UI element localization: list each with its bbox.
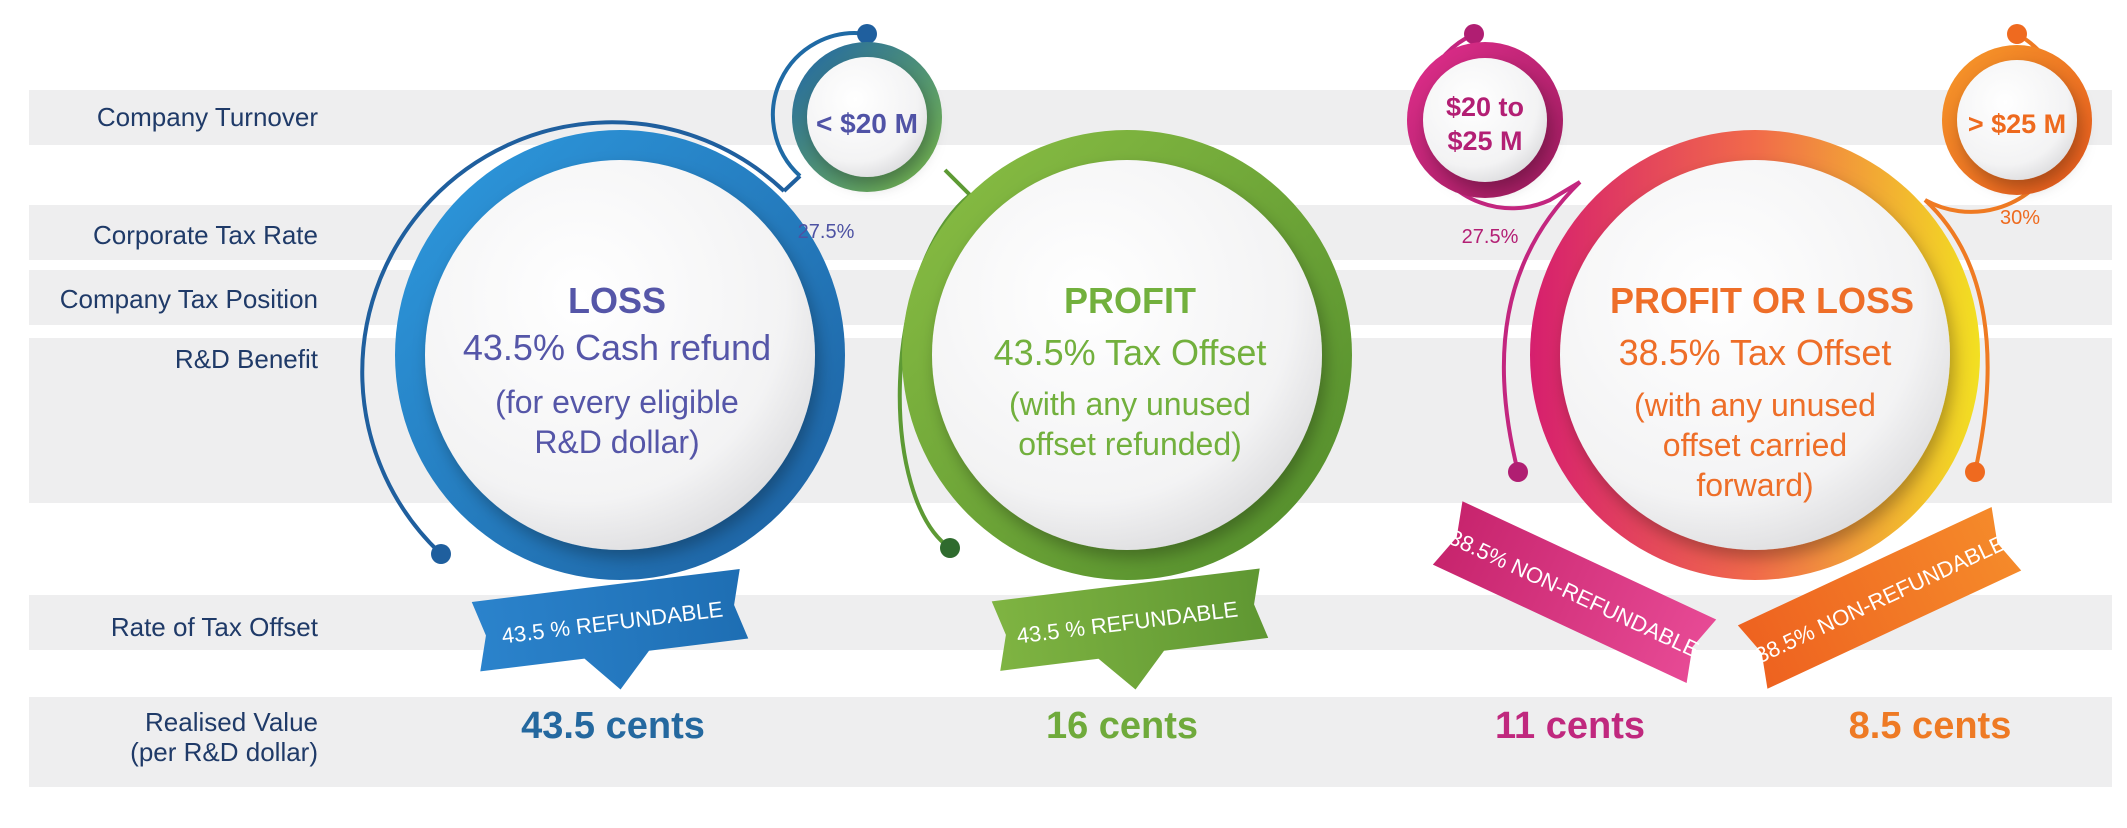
- loss-note-line2: R&D dollar): [534, 424, 699, 460]
- loss-position: LOSS: [568, 280, 666, 321]
- pl-left-arc: [1501, 180, 1582, 473]
- profit-outer-arc: [897, 168, 973, 550]
- tax-rate-col3: 27.5%: [1462, 226, 1519, 248]
- turnover-20-25-disc: [1423, 58, 1547, 182]
- profit-benefit: 43.5% Tax Offset: [994, 332, 1267, 373]
- value-profit: 16 cents: [1045, 705, 1199, 747]
- tax-rate-col4: 30%: [2000, 207, 2040, 229]
- turnover-20-dot: [857, 24, 877, 44]
- loss-circle-group: [360, 120, 845, 580]
- pl-left-dot: [1508, 462, 1528, 482]
- turnover-20-25-label-line1: $20 to: [1446, 92, 1524, 122]
- profit-arc-dot: [940, 538, 960, 558]
- value-loss: 43.5 cents: [521, 705, 705, 747]
- value-pl-20-25: 11 cents: [1495, 705, 1645, 747]
- profit-position: PROFIT: [1064, 280, 1196, 321]
- pl-benefit: 38.5% Tax Offset: [1619, 332, 1892, 373]
- pl-right-arc: [1923, 198, 1990, 473]
- turnover-20-label: < $20 M: [816, 108, 918, 139]
- loss-arc-dot: [431, 544, 451, 564]
- pl-circle-group: [1501, 130, 1990, 580]
- turnover-20-disc: [807, 57, 927, 177]
- loss-benefit: 43.5% Cash refund: [463, 327, 771, 368]
- row-label-tax-rate: Corporate Tax Rate: [93, 220, 318, 250]
- pl-inner-disc: [1560, 160, 1950, 550]
- profit-note-line1: (with any unused: [1009, 386, 1251, 422]
- pl-note-line3: forward): [1696, 467, 1813, 503]
- row-label-turnover: Company Turnover: [96, 102, 318, 132]
- value-pl-25: 8.5 cents: [1848, 705, 2012, 747]
- turnover-20-25-dot: [1464, 24, 1484, 44]
- turnover-circle-25: [1924, 24, 2092, 214]
- turnover-25-disc: [1957, 60, 2077, 180]
- turnover-circle-20-25: [1407, 24, 1582, 211]
- row-label-rd-benefit: R&D Benefit: [174, 344, 318, 374]
- loss-note-line1: (for every eligible: [495, 384, 739, 420]
- profit-circle-group: [897, 130, 1352, 580]
- ribbon-loss: 43.5 % REFUNDABLE: [471, 569, 749, 690]
- loss-connector-line: [782, 174, 802, 193]
- profit-note-line2: offset refunded): [1018, 426, 1242, 462]
- row-label-realised-value: Realised Value: [145, 707, 318, 737]
- tax-rate-col1: 27.5%: [798, 221, 855, 243]
- ribbon-profit: 43.5 % REFUNDABLE: [991, 568, 1269, 690]
- pl-note-line2: offset carried: [1663, 427, 1847, 463]
- turnover-20-arc: [770, 31, 868, 178]
- row-label-offset-rate: Rate of Tax Offset: [110, 612, 318, 642]
- turnover-circle-small-20: [770, 24, 942, 192]
- profit-inner-disc: [932, 160, 1322, 550]
- turnover-25-dot: [2007, 24, 2027, 44]
- turnover-20-25-label-line2: $25 M: [1447, 126, 1522, 156]
- row-band-realised-value: [29, 697, 2112, 787]
- pl-position: PROFIT OR LOSS: [1610, 280, 1914, 321]
- loss-inner-disc: [425, 160, 815, 550]
- pl-right-dot: [1965, 462, 1985, 482]
- turnover-25-label: > $25 M: [1968, 109, 2066, 139]
- row-label-realised-value-sub: (per R&D dollar): [130, 737, 318, 767]
- row-label-tax-position: Company Tax Position: [59, 284, 318, 314]
- loss-outer-arc: [360, 120, 786, 555]
- pl-note-line1: (with any unused: [1634, 387, 1876, 423]
